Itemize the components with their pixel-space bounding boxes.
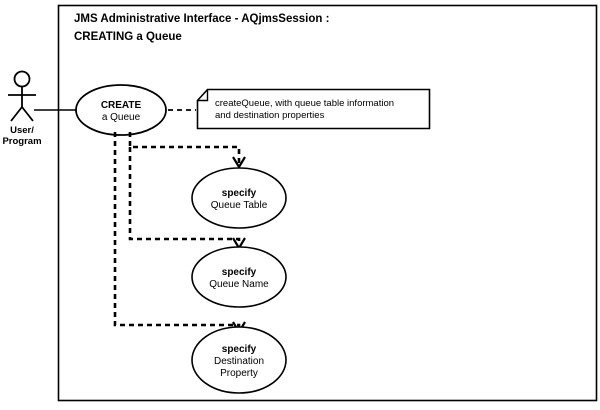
connector-to-queue-table — [128, 132, 241, 163]
specify-queue-name-label-line1: specify — [222, 267, 257, 278]
create-queue-label-line2: a Queue — [102, 112, 141, 123]
note-text-line1: createQueue, with queue table informatio… — [215, 98, 394, 109]
specify-queue-name-use-case[interactable]: specify Queue Name — [191, 246, 287, 308]
connector-to-queue-name — [128, 147, 241, 244]
diagram-title-line1: JMS Administrative Interface - AQjmsSess… — [74, 13, 329, 25]
specify-destination-property-use-case[interactable]: specify Destination Property — [191, 326, 287, 394]
specify-destination-property-ellipse — [191, 326, 287, 394]
specify-queue-name-ellipse — [191, 246, 287, 308]
actor-left-leg-line — [10, 106, 23, 122]
arrowhead-queue-table-icon — [232, 156, 246, 170]
create-queue-use-case[interactable]: CREATE a Queue — [75, 84, 167, 136]
note-text-line2: and destination properties — [215, 110, 325, 121]
create-queue-label-line1: CREATE — [101, 100, 142, 111]
actor-right-leg-line — [21, 106, 34, 122]
specify-queue-table-label-line2: Queue Table — [211, 200, 268, 211]
specify-destination-property-label-line2: Destination — [214, 356, 264, 367]
create-queue-ellipse — [75, 84, 167, 136]
system-boundary-frame — [57, 4, 598, 402]
specify-destination-property-label-line3: Property — [220, 368, 258, 379]
specify-queue-table-ellipse — [191, 167, 287, 229]
specify-queue-name-label-line2: Queue Name — [209, 279, 269, 290]
actor-label-line1: User/ — [10, 125, 34, 136]
create-queue-note: createQueue, with queue table informatio… — [196, 88, 431, 130]
actor-head-icon — [13, 70, 31, 88]
diagram-title-line2: CREATING a Queue — [74, 31, 182, 43]
note-body — [196, 88, 431, 130]
specify-queue-table-use-case[interactable]: specify Queue Table — [191, 167, 287, 229]
specify-destination-property-label-line1: specify — [222, 344, 257, 355]
actor-label-line2: Program — [2, 136, 41, 147]
specify-queue-table-label-line1: specify — [222, 188, 257, 199]
user-program-actor[interactable]: User/ Program — [2, 70, 42, 148]
note-folded-corner-icon — [197, 89, 209, 102]
